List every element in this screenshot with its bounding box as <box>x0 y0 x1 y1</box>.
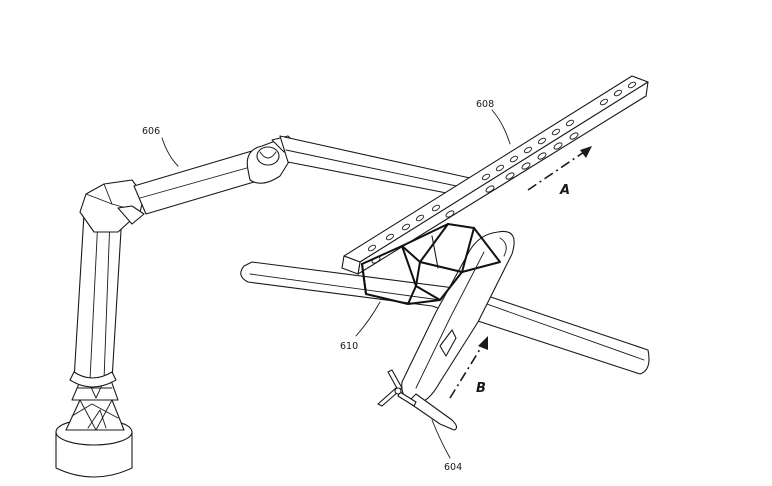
label-606: 606 <box>142 126 160 137</box>
arrow-a <box>527 146 592 191</box>
robot-forearm <box>279 135 471 197</box>
label-arrow-b: B <box>476 381 486 396</box>
propeller <box>377 369 417 407</box>
aircraft-wing <box>240 261 650 375</box>
robot-base <box>55 371 133 478</box>
leader-610 <box>355 301 381 337</box>
leader-608 <box>491 109 511 145</box>
robot-lower-arm <box>69 213 123 388</box>
aircraft <box>240 230 650 431</box>
label-608: 608 <box>476 99 494 110</box>
leader-604 <box>431 419 451 459</box>
leader-606 <box>161 137 179 167</box>
rail-slots <box>367 81 637 264</box>
label-604: 604 <box>444 462 462 473</box>
label-arrow-a: A <box>559 183 570 198</box>
support-rail <box>341 75 649 275</box>
label-610: 610 <box>340 341 358 352</box>
arrow-b <box>449 336 488 399</box>
end-effector-frame <box>361 223 501 305</box>
